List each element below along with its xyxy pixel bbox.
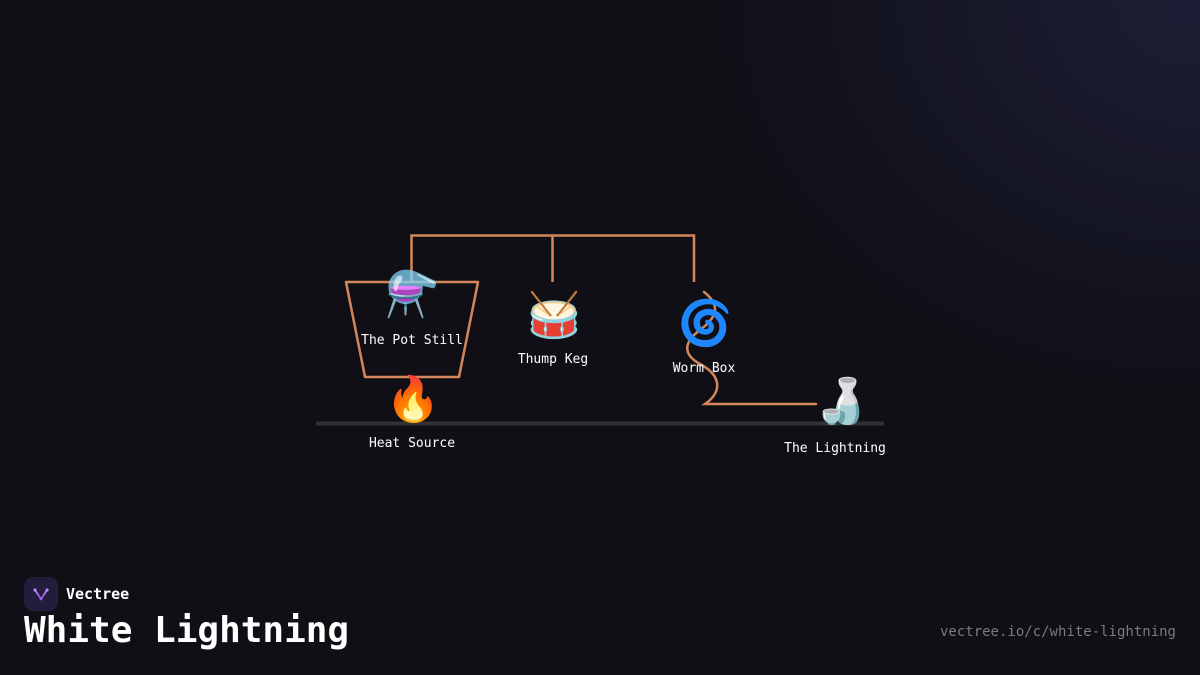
drum-icon: 🥁 xyxy=(526,290,582,341)
source-url[interactable]: vectree.io/c/white-lightning xyxy=(939,624,1176,640)
flask-icon: ⚗️ xyxy=(384,269,440,320)
brand: Vectree xyxy=(24,577,129,611)
lightning-label: The Lightning xyxy=(784,441,886,456)
sake-bottle-icon: 🍶 xyxy=(813,376,869,427)
thump-keg-label: Thump Keg xyxy=(517,352,589,367)
brand-name: Vectree xyxy=(66,585,130,603)
cyclone-icon: 🌀 xyxy=(677,298,733,349)
fire-icon: 🔥 xyxy=(385,374,441,425)
vectree-logo-icon xyxy=(24,577,58,611)
pot-still-label: The Pot Still xyxy=(361,333,463,348)
heat-source-label: Heat Source xyxy=(368,436,456,451)
pot-still-outline xyxy=(344,280,480,379)
page-title: White Lightning xyxy=(24,610,350,651)
worm-box-label: Worm Box xyxy=(672,361,736,376)
worm-coil xyxy=(686,290,818,406)
